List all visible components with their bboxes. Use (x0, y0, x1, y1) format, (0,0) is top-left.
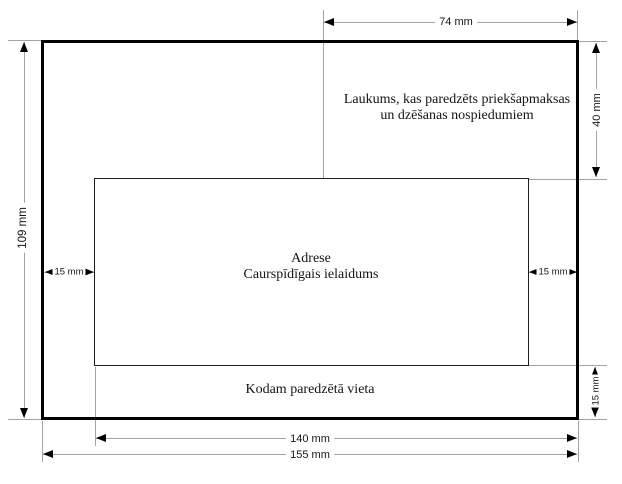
extension-line-155-left (42, 421, 43, 462)
dim-label-74mm: 74 mm (435, 16, 477, 28)
extension-line-right-bottom (578, 421, 579, 462)
stamp-area-label: Laukums, kas paredzēts priekšapmaksas un… (344, 92, 570, 124)
dim-label-15mm-left: 15 mm (52, 266, 86, 278)
code-area-label: Kodam paredzētā vieta (245, 382, 374, 398)
dim-label-140mm: 140 mm (286, 433, 334, 445)
stamp-area-line2: un dzēšanas nospiedumiem (380, 108, 534, 123)
extension-line-40-bottom (529, 179, 607, 180)
dim-label-15mm-bottom: 15 mm (590, 374, 602, 408)
extension-line-74-right (577, 10, 578, 40)
arrowhead-up-icon (592, 43, 600, 53)
address-window-rect (94, 178, 529, 366)
arrowhead-down-icon (20, 408, 28, 418)
arrowhead-down-icon (591, 407, 599, 417)
extension-line-109-top (8, 40, 42, 41)
address-line2: Caurspīdīgais ielaidums (243, 267, 379, 282)
extension-line-15b-top (529, 365, 607, 366)
arrowhead-left-icon (96, 434, 106, 442)
arrowhead-left-icon (529, 268, 539, 276)
arrowhead-left-icon (43, 450, 53, 458)
dim-label-155mm: 155 mm (286, 449, 334, 461)
dim-label-109mm: 109 mm (17, 203, 29, 253)
arrowhead-right-icon (567, 268, 577, 276)
dimension-line-140 (96, 438, 577, 439)
arrowhead-up-icon (591, 367, 599, 377)
arrowhead-right-icon (567, 434, 577, 442)
address-window-label: Adrese Caurspīdīgais ielaidums (244, 251, 379, 283)
envelope-outline (41, 40, 579, 420)
dim-label-40mm: 40 mm (591, 89, 603, 131)
dim-label-15mm-right: 15 mm (536, 266, 570, 278)
extension-line-74-left (323, 10, 324, 179)
arrowhead-up-icon (20, 42, 28, 52)
code-area-line1: Kodam paredzētā vieta (245, 382, 375, 397)
arrowhead-right-icon (567, 18, 577, 26)
arrowhead-left-icon (324, 18, 334, 26)
arrowhead-down-icon (592, 167, 600, 177)
extension-line-15b-bottom (579, 419, 607, 420)
extension-line-109-bottom (8, 419, 42, 420)
arrowhead-right-icon (567, 450, 577, 458)
extension-line-40-top (579, 41, 607, 42)
extension-line-140-left (95, 367, 96, 446)
stamp-area-line1: Laukums, kas paredzēts priekšapmaksas (343, 92, 571, 107)
arrowhead-left-icon (45, 268, 55, 276)
arrowhead-right-icon (84, 268, 94, 276)
address-line1: Adrese (291, 251, 331, 266)
